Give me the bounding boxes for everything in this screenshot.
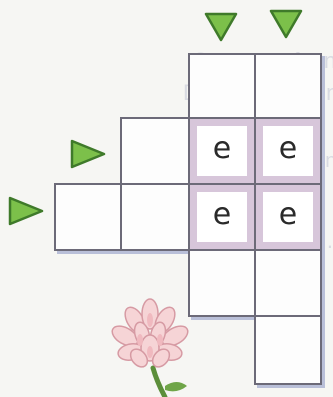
- grid-cell[interactable]: [254, 53, 322, 119]
- grid-cell[interactable]: [254, 315, 322, 385]
- cell-letter: e: [213, 134, 231, 164]
- cell-letter: e: [213, 200, 231, 230]
- cell-inner: e: [263, 126, 313, 176]
- green-triangle-right-icon: [68, 137, 108, 171]
- cell-inner: e: [197, 192, 247, 242]
- cell-letter: e: [279, 200, 297, 230]
- grid-cell[interactable]: [54, 183, 122, 251]
- grid-cell[interactable]: [188, 53, 256, 119]
- green-triangle-down-icon: [203, 10, 239, 44]
- grid-cell-filled[interactable]: e: [188, 117, 256, 185]
- grid-cell-filled[interactable]: e: [188, 183, 256, 251]
- green-triangle-down-icon: [268, 7, 304, 41]
- grid-cell[interactable]: [120, 183, 190, 251]
- green-triangle-right-icon: [6, 194, 46, 228]
- grid-cell-filled[interactable]: e: [254, 117, 322, 185]
- clover-flower-icon: [95, 290, 205, 397]
- grid-cell-filled[interactable]: e: [254, 183, 322, 251]
- grid-cell[interactable]: [120, 117, 190, 185]
- cell-inner: e: [197, 126, 247, 176]
- cell-letter: e: [279, 134, 297, 164]
- cell-inner: e: [263, 192, 313, 242]
- grid-cell[interactable]: [254, 249, 322, 317]
